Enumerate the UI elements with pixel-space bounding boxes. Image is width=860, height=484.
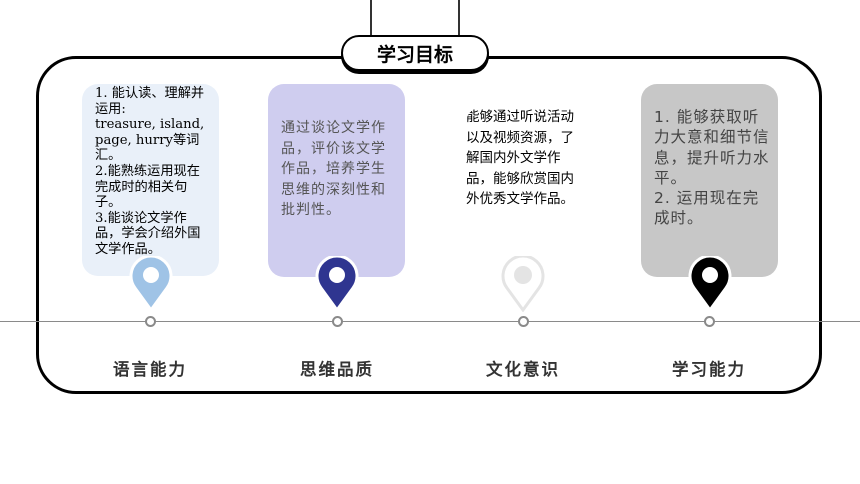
timeline-dot-learning (704, 316, 715, 327)
card-language: 1. 能认读、理解并运用: treasure, island, page, hu… (82, 84, 219, 276)
label-culture: 文化意识 (486, 360, 560, 379)
label-language: 语言能力 (113, 360, 187, 379)
card-thinking-text: 通过谈论文学作品，评价该文学作品，培养学生思维的深刻性和批判性。 (281, 120, 386, 218)
hanging-string-right (458, 0, 460, 38)
timeline-dot-language (145, 316, 156, 327)
map-pin-icon-culture (501, 256, 545, 312)
timeline-dot-culture (518, 316, 529, 327)
card-thinking: 通过谈论文学作品，评价该文学作品，培养学生思维的深刻性和批判性。 (268, 84, 405, 277)
timeline-line (0, 321, 860, 322)
card-culture: 能够通过听说活动以及视频资源，了解国内外文学作品，能够欣赏国内外优秀文学作品。 (466, 107, 581, 257)
card-culture-text: 能够通过听说活动以及视频资源，了解国内外文学作品，能够欣赏国内外优秀文学作品。 (466, 109, 574, 207)
hanging-string-left (370, 0, 372, 38)
timeline-dot-thinking (332, 316, 343, 327)
label-learning: 学习能力 (672, 360, 746, 379)
card-language-line-1: 1. 能认读、理解并运用: (95, 86, 205, 117)
map-pin-icon-language (129, 256, 173, 312)
card-learning: 1. 能够获取听力大意和细节信息，提升听力水平。 2. 运用现在完成时。 (641, 84, 778, 277)
card-learning-line-2: 2. 运用现在完成时。 (654, 189, 760, 228)
card-learning-line-1: 1. 能够获取听力大意和细节信息，提升听力水平。 (654, 108, 770, 187)
map-pin-icon-learning (688, 256, 732, 312)
card-language-line-2: treasure, island, page, hurry等词汇。 (95, 117, 205, 164)
label-thinking: 思维品质 (300, 360, 374, 379)
card-language-line-3: 2.能熟练运用现在完成时的相关句子。 (95, 163, 200, 211)
page-title: 学习目标 (341, 35, 489, 71)
card-language-line-4: 3.能谈论文学作品，学会介绍外国文学作品。 (95, 210, 201, 257)
map-pin-icon-thinking (315, 256, 359, 312)
